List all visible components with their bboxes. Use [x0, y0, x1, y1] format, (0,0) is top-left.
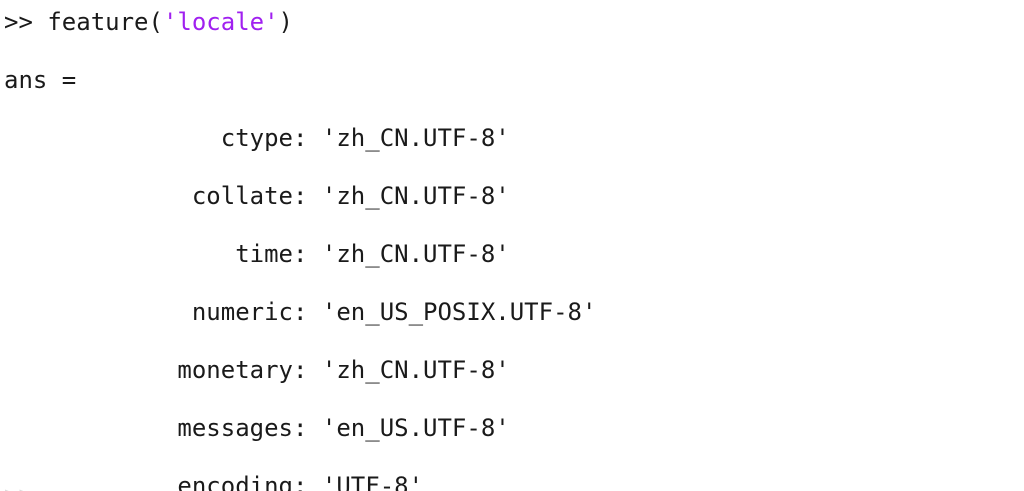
struct-field-colon: : — [292, 298, 322, 326]
function-call-close: ) — [278, 8, 293, 36]
struct-field-colon: : — [292, 240, 322, 268]
struct-field-row: numeric: 'en_US_POSIX.UTF-8' — [4, 298, 1024, 327]
function-call-open: feature( — [47, 8, 163, 36]
struct-field-colon: : — [292, 472, 322, 491]
string-literal-argument: 'locale' — [162, 8, 279, 36]
struct-field-row: time: 'zh_CN.UTF-8' — [4, 240, 1024, 269]
struct-field-row: encoding: 'UTF-8' — [4, 472, 1024, 491]
prompt-symbol: >> — [4, 8, 48, 36]
struct-field-value: 'zh_CN.UTF-8' — [321, 356, 510, 384]
struct-field-row: ctype: 'zh_CN.UTF-8' — [4, 124, 1024, 153]
struct-field-name: collate — [4, 182, 293, 210]
struct-field-value: 'UTF-8' — [321, 472, 424, 491]
struct-field-row: messages: 'en_US.UTF-8' — [4, 414, 1024, 443]
struct-field-name: encoding — [4, 472, 293, 491]
command-line: >> feature('locale') — [4, 8, 293, 37]
struct-field-colon: : — [292, 356, 322, 384]
struct-field-value: 'zh_CN.UTF-8' — [321, 240, 510, 268]
struct-field-name: numeric — [4, 298, 293, 326]
struct-field-row: collate: 'zh_CN.UTF-8' — [4, 182, 1024, 211]
struct-field-name: ctype — [4, 124, 293, 152]
struct-field-name: time — [4, 240, 293, 268]
struct-field-list: ctype: 'zh_CN.UTF-8' collate: 'zh_CN.UTF… — [4, 124, 1024, 491]
struct-field-value: 'zh_CN.UTF-8' — [321, 124, 510, 152]
struct-field-name: monetary — [4, 356, 293, 384]
struct-field-value: 'en_US.UTF-8' — [321, 414, 510, 442]
struct-field-colon: : — [292, 124, 322, 152]
next-prompt-clipped: >> — [4, 481, 33, 491]
struct-field-value: 'en_US_POSIX.UTF-8' — [321, 298, 597, 326]
result-variable-label: ans = — [4, 66, 77, 94]
struct-field-row: monetary: 'zh_CN.UTF-8' — [4, 356, 1024, 385]
struct-field-value: 'zh_CN.UTF-8' — [321, 182, 510, 210]
struct-field-name: messages — [4, 414, 293, 442]
struct-field-colon: : — [292, 414, 322, 442]
struct-field-colon: : — [292, 182, 322, 210]
